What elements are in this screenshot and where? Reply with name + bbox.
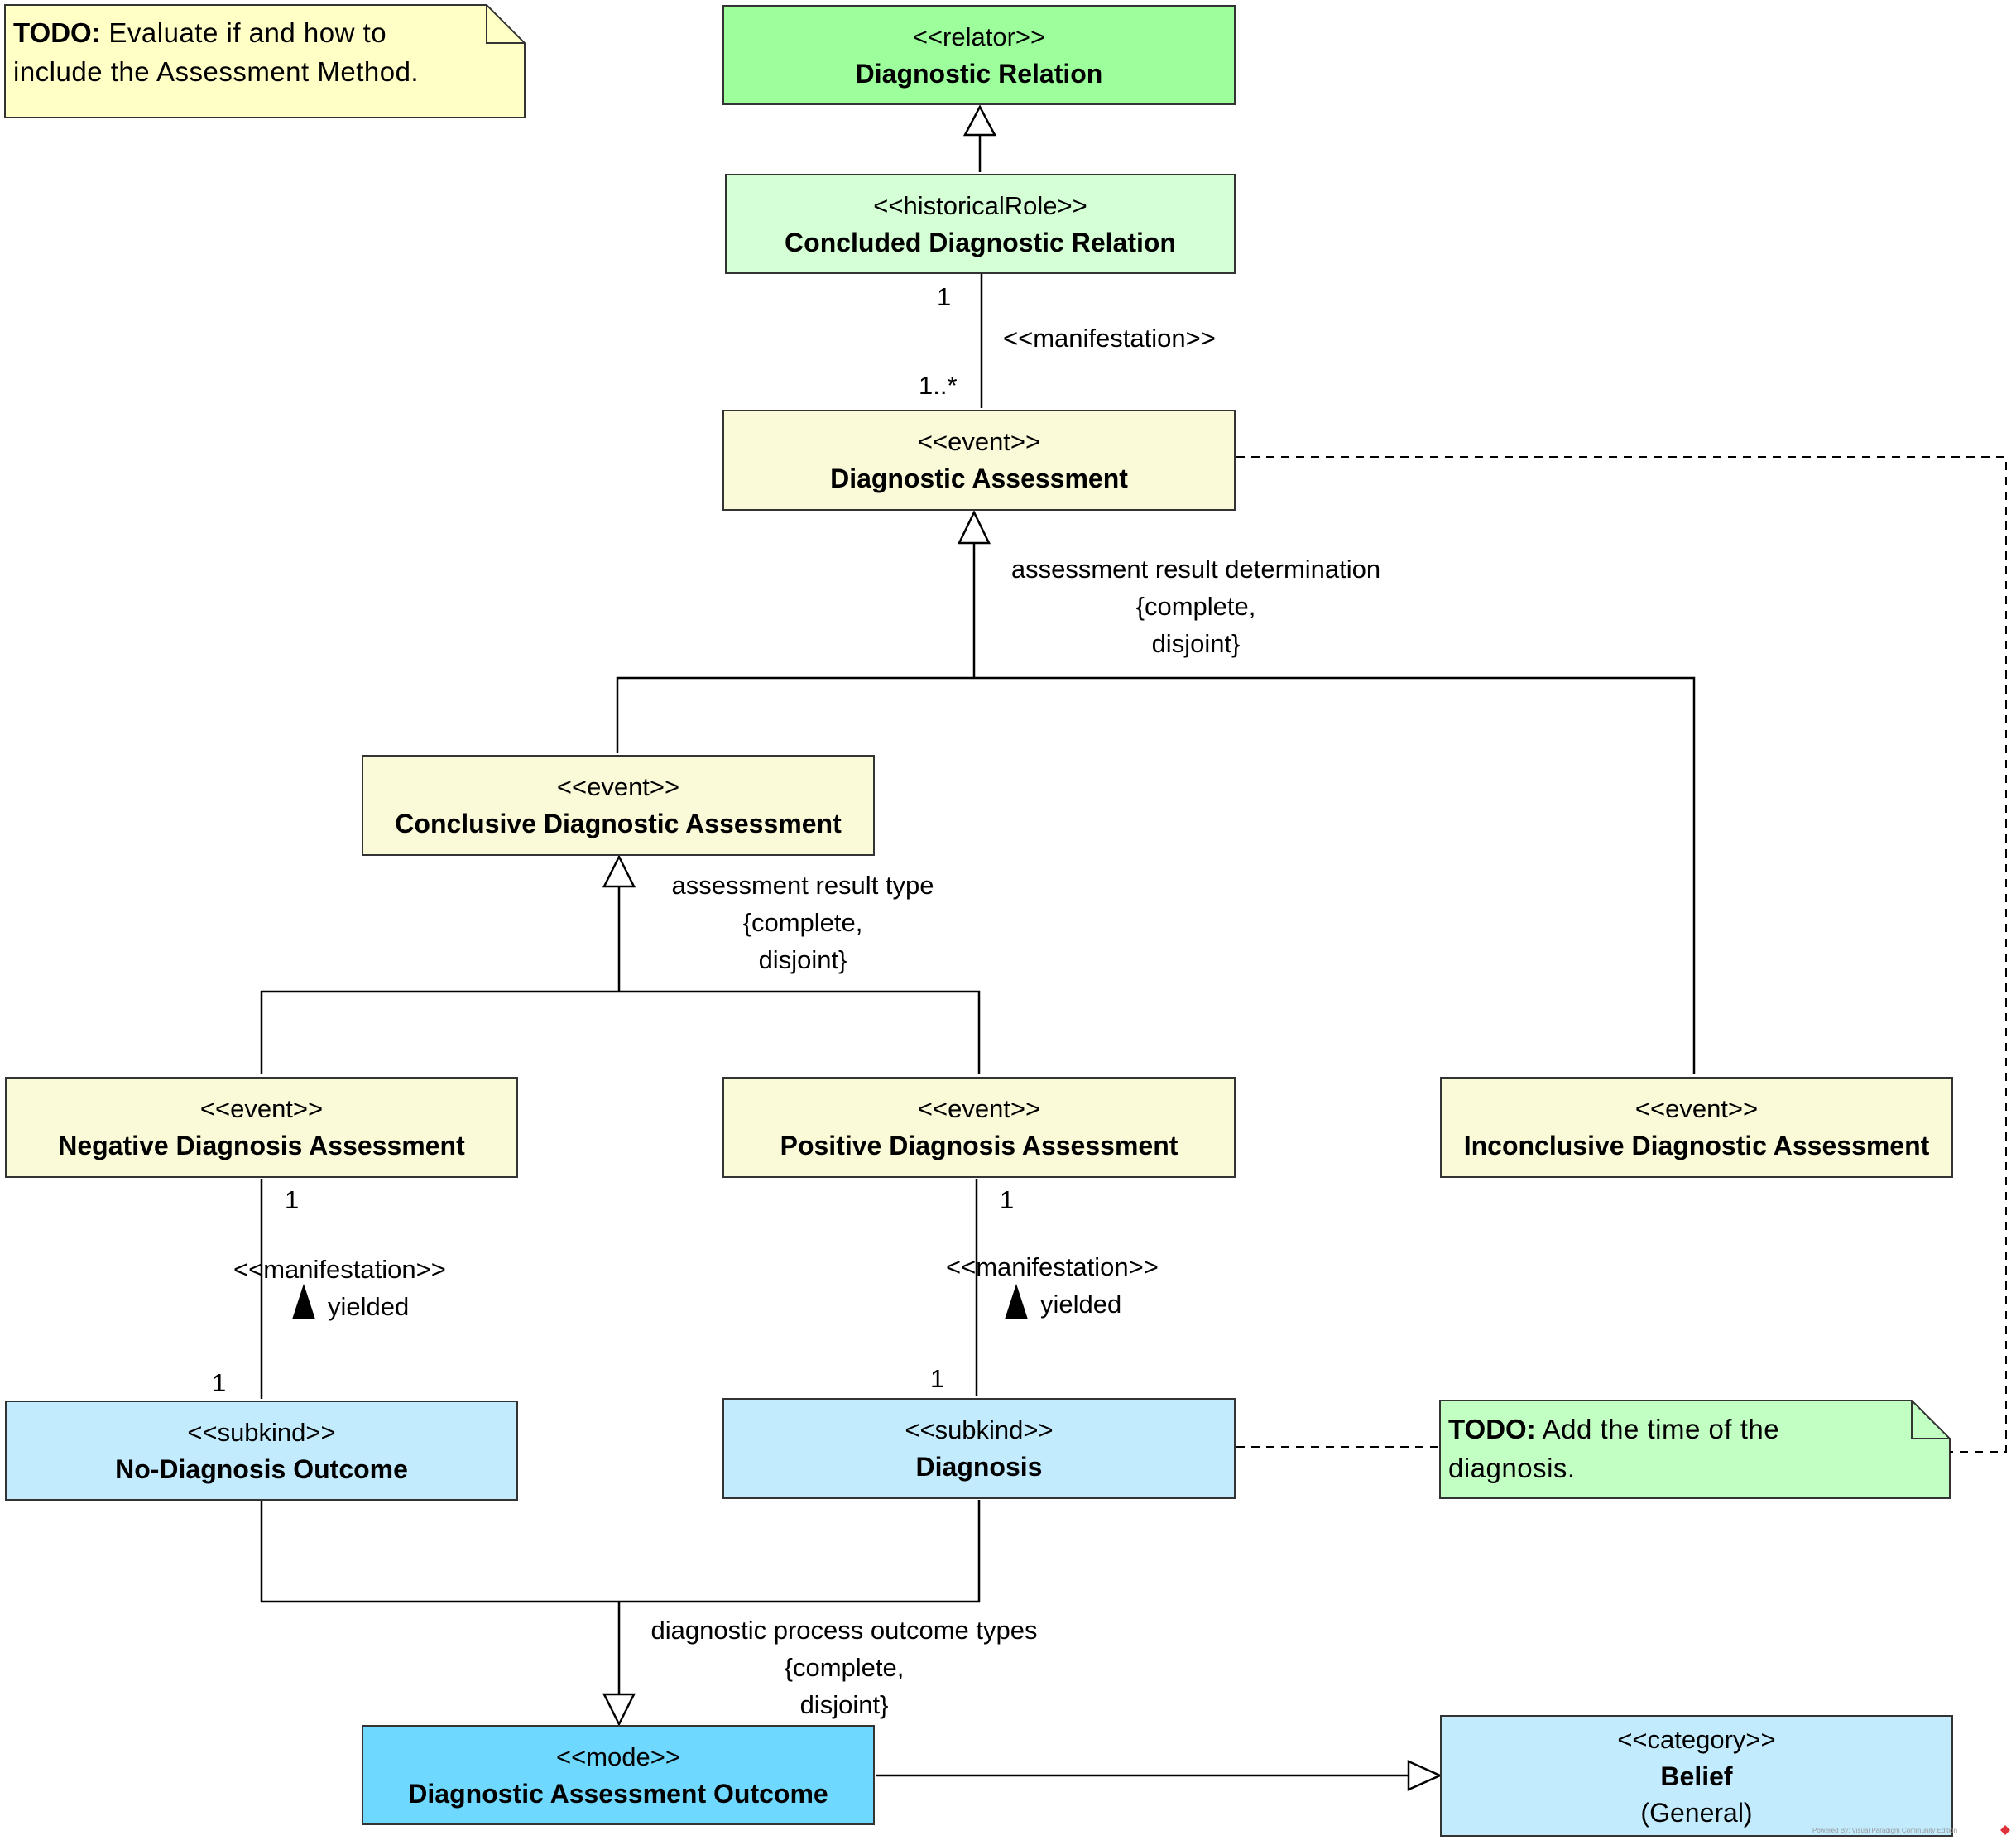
multiplicity-label: 1 xyxy=(930,1364,945,1393)
generalization-set-constraint: disjoint} xyxy=(758,945,847,974)
class-negative-diagnosis-assessment[interactable]: <<event>> Negative Diagnosis Assessment xyxy=(5,1077,518,1178)
note-text-line1: Add the time of the xyxy=(1535,1414,1780,1444)
manifestation-stereotype-label: <<manifestation>> xyxy=(233,1255,446,1284)
generalization-branch xyxy=(616,676,1696,1074)
stereotype-label: <<relator>> xyxy=(912,22,1046,51)
generalization-branch xyxy=(260,990,981,1074)
note-todo-label: TODO: xyxy=(1448,1414,1536,1444)
yielded-direction-icon xyxy=(292,1284,315,1319)
multiplicity-label: 1 xyxy=(1000,1185,1015,1214)
class-no-diagnosis-outcome[interactable]: <<subkind>> No-Diagnosis Outcome xyxy=(5,1401,518,1501)
class-annotation: (General) xyxy=(1640,1797,1753,1828)
yielded-direction-icon xyxy=(1005,1284,1028,1319)
stereotype-label: <<event>> xyxy=(1634,1094,1759,1123)
generalization-set-name: assessment result determination xyxy=(1010,555,1381,584)
note-assessment-method: TODO: Evaluate if and how to include the… xyxy=(13,13,510,91)
class-name: Diagnostic Assessment xyxy=(830,464,1128,493)
stereotype-label: <<event>> xyxy=(917,1094,1041,1123)
generalization-set-label: diagnostic process outcome types {comple… xyxy=(629,1612,1059,1723)
manifestation-stereotype-label: <<manifestation>> xyxy=(1003,324,1216,353)
class-positive-diagnosis-assessment[interactable]: <<event>> Positive Diagnosis Assessment xyxy=(722,1077,1236,1178)
class-inconclusive-diagnostic-assessment[interactable]: <<event>> Inconclusive Diagnostic Assess… xyxy=(1440,1077,1953,1178)
class-belief[interactable]: <<category>> Belief (General) xyxy=(1440,1715,1953,1837)
class-conclusive-diagnostic-assessment[interactable]: <<event>> Conclusive Diagnostic Assessme… xyxy=(362,755,875,856)
class-diagnosis[interactable]: <<subkind>> Diagnosis xyxy=(722,1398,1236,1499)
note-text-line2: include the Assessment Method. xyxy=(13,56,420,87)
association-name-label: yielded xyxy=(328,1292,410,1321)
generalization-set-label: assessment result determination {complet… xyxy=(993,550,1399,662)
stereotype-label: <<category>> xyxy=(1617,1724,1776,1754)
generalization-arrowhead xyxy=(602,1693,636,1727)
class-name: No-Diagnosis Outcome xyxy=(115,1453,408,1484)
class-name: Positive Diagnosis Assessment xyxy=(780,1131,1178,1160)
stereotype-label: <<event>> xyxy=(556,772,680,801)
class-name: Concluded Diagnostic Relation xyxy=(785,227,1176,257)
class-name: Belief xyxy=(1660,1761,1733,1791)
generalization-set-constraint: disjoint} xyxy=(1151,629,1241,658)
multiplicity-label: 1 xyxy=(212,1368,227,1397)
stereotype-label: <<mode>> xyxy=(556,1742,680,1771)
generalization-branch xyxy=(260,1500,981,1603)
generalization-set-constraint: {complete, xyxy=(1135,592,1256,621)
generalization-set-constraint: {complete, xyxy=(742,908,863,937)
class-concluded-diagnostic-relation[interactable]: <<historicalRole>> Concluded Diagnostic … xyxy=(725,174,1236,274)
generalization-set-name: diagnostic process outcome types xyxy=(650,1616,1038,1645)
watermark-text: Powered By: Visual Paradigm Community Ed… xyxy=(1812,1827,1958,1834)
note-fold xyxy=(486,5,525,44)
multiplicity-label: 1..* xyxy=(919,371,958,400)
multiplicity-label: 1 xyxy=(937,282,952,311)
manifestation-stereotype-label: <<manifestation>> xyxy=(946,1252,1159,1281)
class-diagnostic-assessment-outcome[interactable]: <<mode>> Diagnostic Assessment Outcome xyxy=(362,1725,875,1825)
class-name: Negative Diagnosis Assessment xyxy=(58,1131,465,1160)
generalization-set-name: assessment result type xyxy=(671,871,934,900)
note-text-line1: Evaluate if and how to xyxy=(100,17,387,48)
generalization-set-constraint: disjoint} xyxy=(799,1690,889,1719)
association-name-label: yielded xyxy=(1040,1290,1122,1319)
note-anchor-dashed xyxy=(1236,456,2007,1453)
stereotype-label: <<event>> xyxy=(199,1094,324,1123)
generalization-set-constraint: {complete, xyxy=(784,1653,905,1682)
class-name: Diagnosis xyxy=(915,1452,1043,1482)
note-diagnosis-time-shape xyxy=(1439,1400,1951,1499)
stereotype-label: <<subkind>> xyxy=(905,1415,1054,1444)
class-name: Diagnostic Assessment Outcome xyxy=(408,1778,828,1809)
generalization-arrowhead xyxy=(958,510,991,545)
note-diagnosis-time: TODO: Add the time of the diagnosis. xyxy=(1448,1410,1912,1487)
stereotype-label: <<event>> xyxy=(917,427,1041,456)
note-assessment-method-shape xyxy=(4,4,526,118)
generalization-set-label: assessment result type {complete, disjoi… xyxy=(637,867,968,978)
generalization-arrowhead xyxy=(962,104,997,137)
note-text-line2: diagnosis. xyxy=(1448,1453,1576,1483)
class-name: Diagnostic Relation xyxy=(855,58,1103,89)
class-diagnostic-relation[interactable]: <<relator>> Diagnostic Relation xyxy=(722,5,1236,105)
class-name: Conclusive Diagnostic Assessment xyxy=(395,809,842,838)
generalization-arrowhead xyxy=(1407,1760,1443,1791)
class-name: Inconclusive Diagnostic Assessment xyxy=(1463,1131,1930,1160)
stereotype-label: <<subkind>> xyxy=(187,1417,336,1447)
visual-paradigm-logo-icon xyxy=(2000,1825,2010,1835)
generalization-arrowhead xyxy=(602,854,636,888)
note-fold xyxy=(1911,1401,1950,1439)
note-todo-label: TODO: xyxy=(13,17,101,48)
class-diagnostic-assessment[interactable]: <<event>> Diagnostic Assessment xyxy=(722,410,1236,511)
stereotype-label: <<historicalRole>> xyxy=(873,190,1087,220)
multiplicity-label: 1 xyxy=(285,1185,300,1214)
